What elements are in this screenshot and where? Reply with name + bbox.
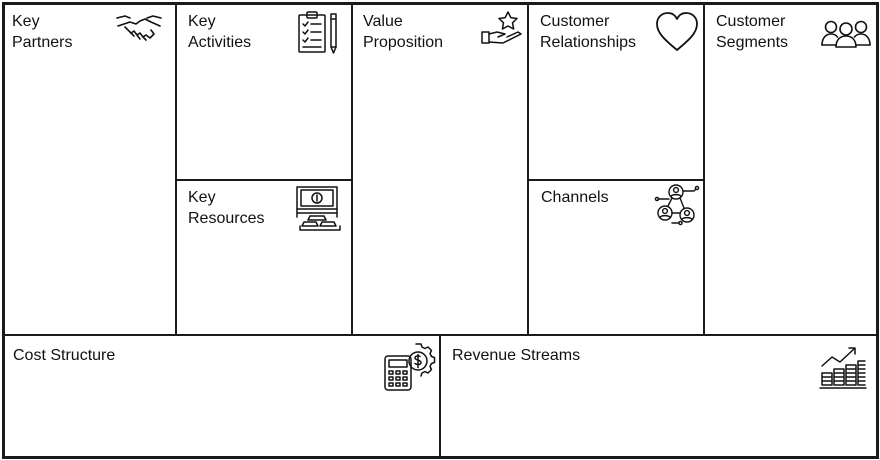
divider — [527, 179, 705, 181]
divider — [175, 4, 177, 336]
cell-title: Customer Relationships — [540, 13, 637, 51]
divider — [351, 4, 353, 336]
divider — [439, 334, 441, 457]
checklist-icon — [298, 11, 342, 55]
cell-title: Customer Segments — [716, 13, 789, 51]
cell-title: Key Partners — [12, 13, 73, 51]
cell-title: Channels — [541, 189, 609, 206]
handshake-icon — [116, 12, 162, 46]
cell-title: Value Proposition — [363, 13, 444, 51]
hand-star-icon — [481, 11, 523, 47]
calculator-gear-icon — [383, 342, 436, 392]
cell-title: Key Resources — [188, 189, 265, 227]
cell-title: Key Activities — [188, 13, 252, 51]
people-icon — [820, 18, 872, 48]
cell-title: Revenue Streams — [452, 347, 581, 364]
network-people-icon — [654, 183, 700, 227]
coins-growth-icon — [819, 344, 867, 390]
divider — [175, 179, 353, 181]
cell-title: Cost Structure — [13, 347, 116, 364]
money-gold-icon — [296, 186, 342, 232]
heart-icon — [655, 12, 699, 52]
divider — [527, 4, 529, 336]
divider — [703, 4, 705, 336]
